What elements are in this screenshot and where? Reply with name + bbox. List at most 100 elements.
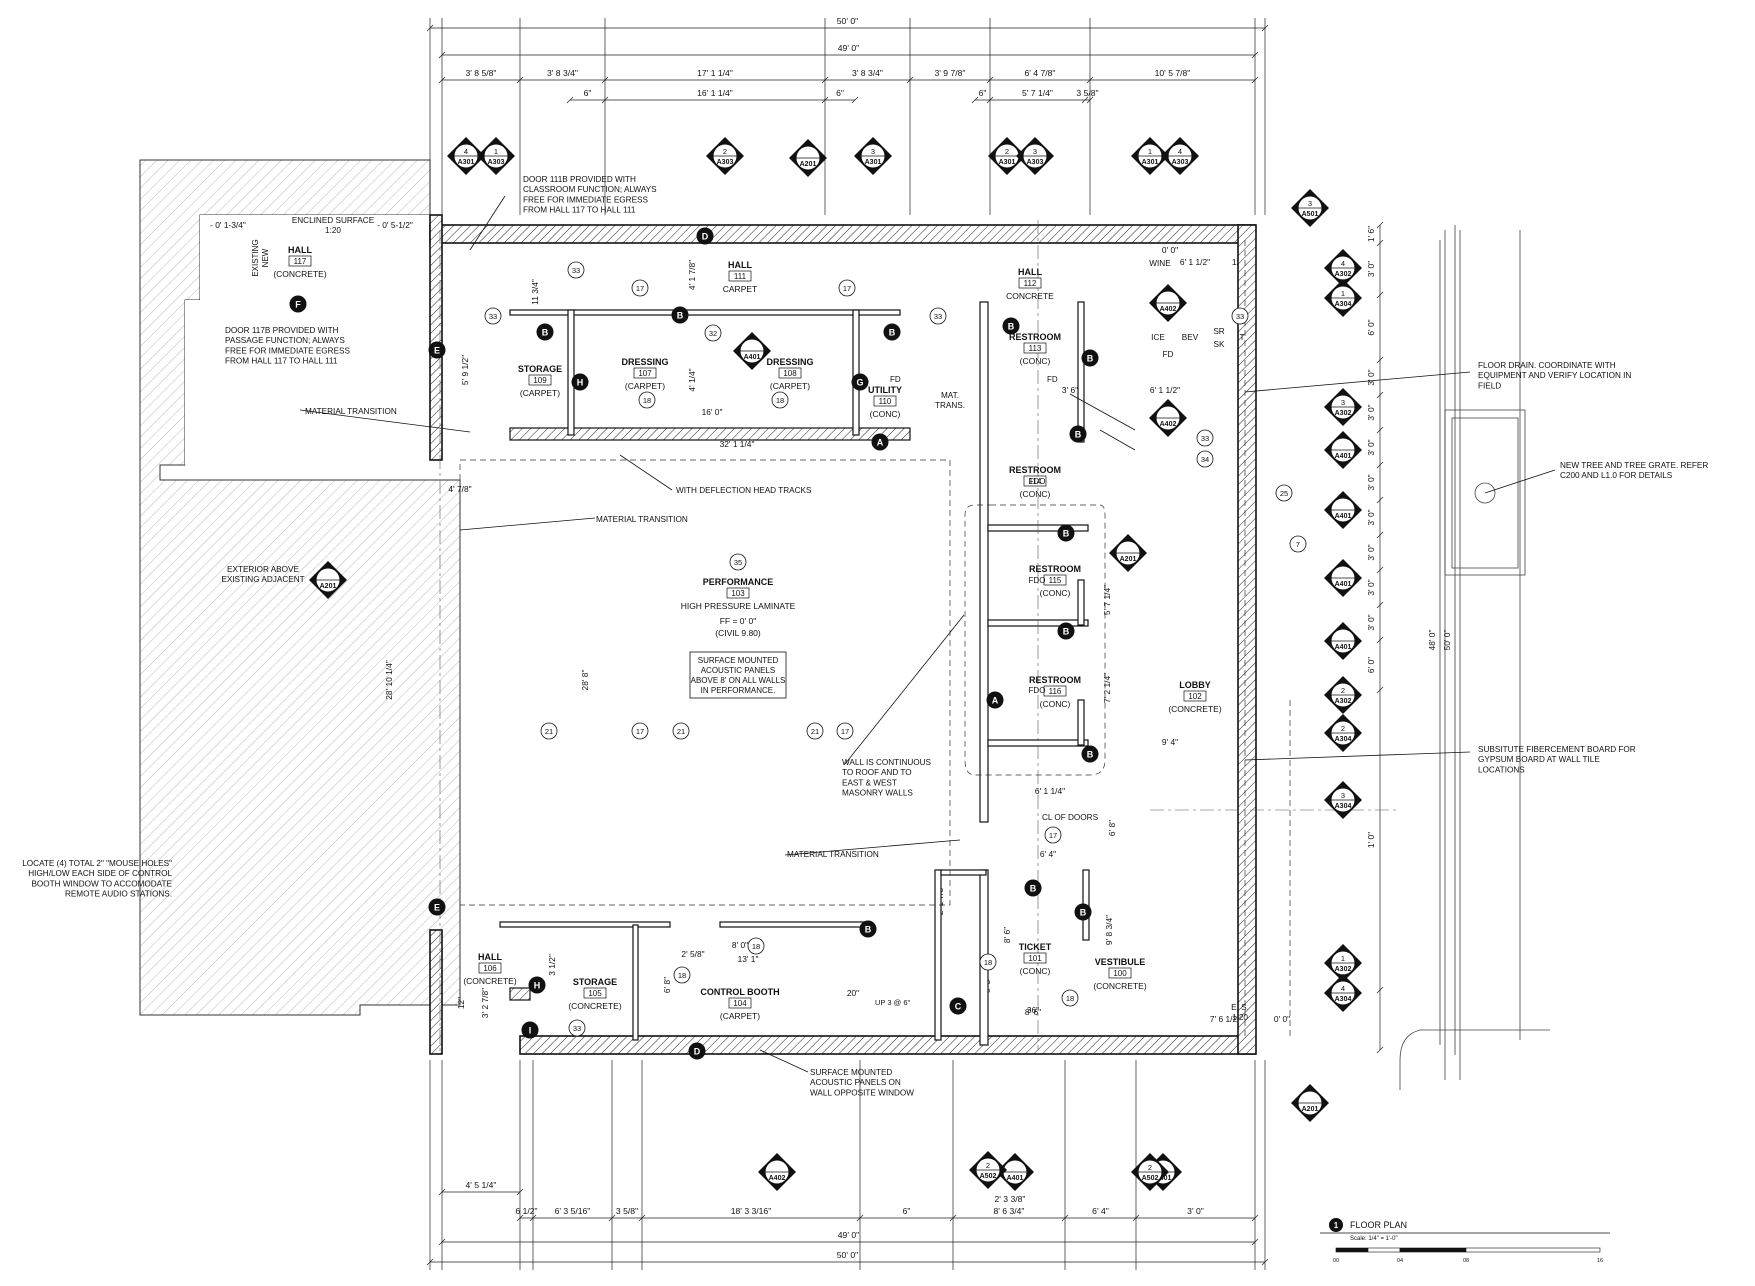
overall-dim: 49' 0" [838, 1230, 859, 1240]
section-sheet: A402 [769, 1175, 786, 1182]
grid-bubble-B: B [883, 323, 901, 341]
dim-tick [1376, 356, 1384, 364]
dim-tick [1376, 496, 1384, 504]
grid-bubble-B: B [671, 306, 689, 324]
room-number: 100 [1113, 969, 1127, 978]
grid-bubble-B: B [1081, 745, 1099, 763]
interior-dim: 5' 7 1/4" [1102, 585, 1112, 615]
wall-continuous-note: MASONRY WALLS [842, 789, 913, 798]
dim-tick [1376, 531, 1384, 539]
keynote-number: 33 [572, 266, 580, 275]
door-117b-note: DOOR 117B PROVIDED WITH [225, 326, 339, 335]
room-number-box [778, 367, 802, 379]
section-sheet: A401 [1335, 453, 1352, 460]
door-117b-note: FREE FOR IMMEDIATE EGRESS [225, 346, 350, 355]
interior-dim: 9' 4" [1162, 737, 1178, 747]
room-name: PERFORMANCE [703, 577, 774, 587]
room-number: 101 [1028, 954, 1042, 963]
grid-bubble-letter: B [1008, 322, 1015, 332]
grid-bubble-letter: B [1087, 750, 1094, 760]
dim-string: 3' 8 5/8" [466, 68, 497, 78]
room-name: HALL [288, 245, 312, 255]
section-sheet: A304 [1335, 301, 1352, 308]
section-tag-A401: A401 [996, 1153, 1034, 1191]
leader-line [619, 454, 673, 491]
room-number: 111 [734, 272, 747, 281]
section-sheet: A303 [1172, 159, 1189, 166]
scale-tick-label: 04 [1397, 1258, 1403, 1264]
keynote-circle [771, 391, 789, 409]
dim-string: 6' 4 7/8" [1025, 68, 1056, 78]
section-sheet: A401 [744, 354, 761, 361]
section-sheet: A502 [1142, 1175, 1159, 1182]
room-number-box [1108, 967, 1132, 979]
dim-string: 3' 0" [1366, 544, 1376, 560]
keynote-32: 32 [704, 324, 722, 342]
interior-dim: 11 3/4" [530, 279, 540, 305]
drawing-scale: Scale: 1/4" = 1'-0" [1350, 1236, 1398, 1242]
wall-continuous-note: WALL IS CONTINUOUS [842, 758, 932, 767]
section-tag-A401: A401 [1324, 622, 1362, 660]
section-tag-A201: A201 [789, 139, 827, 177]
dim-string: 6' 0" [1366, 657, 1376, 673]
grid-bubble-letter: B [1080, 908, 1087, 918]
section-sheet: A402 [1160, 306, 1177, 313]
mouse-holes-note: BOOTH WINDOW TO ACCOMODATE [31, 879, 172, 888]
grid-bubble-circle [871, 433, 889, 451]
overall-dim: 50' 0" [837, 16, 858, 26]
bev-label: BEV [1182, 333, 1199, 342]
interior-dim: 28' 10 1/4" [384, 660, 394, 700]
room-finish: (CONCRETE) [1093, 981, 1147, 991]
keynote-21: 21 [806, 722, 824, 740]
grid-bubble-E: E [428, 898, 446, 916]
overall-dim: 50' 0" [1442, 630, 1452, 651]
room-number-box [1018, 277, 1042, 289]
keynote-25: 25 [1275, 484, 1293, 502]
room-number: 115 [1049, 576, 1062, 585]
keynote-number: 35 [734, 558, 742, 567]
room-number: 102 [1188, 692, 1202, 701]
door-111b-note: DOOR 111B PROVIDED WITH [523, 175, 636, 184]
dim-string: 3' 0" [1366, 509, 1376, 525]
grid-bubble-circle [859, 920, 877, 938]
keynote-circle [568, 1019, 586, 1037]
keynote-number: 18 [752, 942, 760, 951]
section-number: 4 [1341, 984, 1345, 993]
grid-bubble-circle [1069, 425, 1087, 443]
keynote-circle [1061, 989, 1079, 1007]
keynote-number: 17 [841, 727, 849, 736]
material-transition-note: MATERIAL TRANSITION [596, 515, 688, 524]
section-number: 1 [494, 147, 498, 156]
section-sheet: A401 [1007, 1175, 1024, 1182]
grid-bubble-letter: D [694, 1047, 701, 1057]
grid-bubble-circle [1057, 524, 1075, 542]
interior-dim: 9' 8 3/4" [1104, 915, 1114, 945]
room-number-box [726, 587, 750, 599]
dim-string: 6" [584, 88, 592, 98]
keynote-21: 21 [540, 722, 558, 740]
grid-bubble-letter: A [992, 696, 999, 706]
interior-dim: 8' 6" [1025, 1007, 1041, 1017]
grid-bubble-circle [1081, 745, 1099, 763]
keynote-number: 25 [1280, 489, 1288, 498]
room-number: 105 [588, 989, 602, 998]
fd-label: FD [1047, 375, 1058, 384]
leader-line [784, 839, 961, 856]
grid-bubble-circle [696, 227, 714, 245]
drawing-title: FLOOR PLAN [1350, 1220, 1407, 1230]
scale-bar-segment [1399, 1247, 1467, 1253]
acoustic-south-note: WALL OPPOSITE WINDOW [810, 1088, 914, 1097]
room-finish: (CONCRETE) [568, 1001, 622, 1011]
room-name: RESTROOM [1009, 332, 1061, 342]
